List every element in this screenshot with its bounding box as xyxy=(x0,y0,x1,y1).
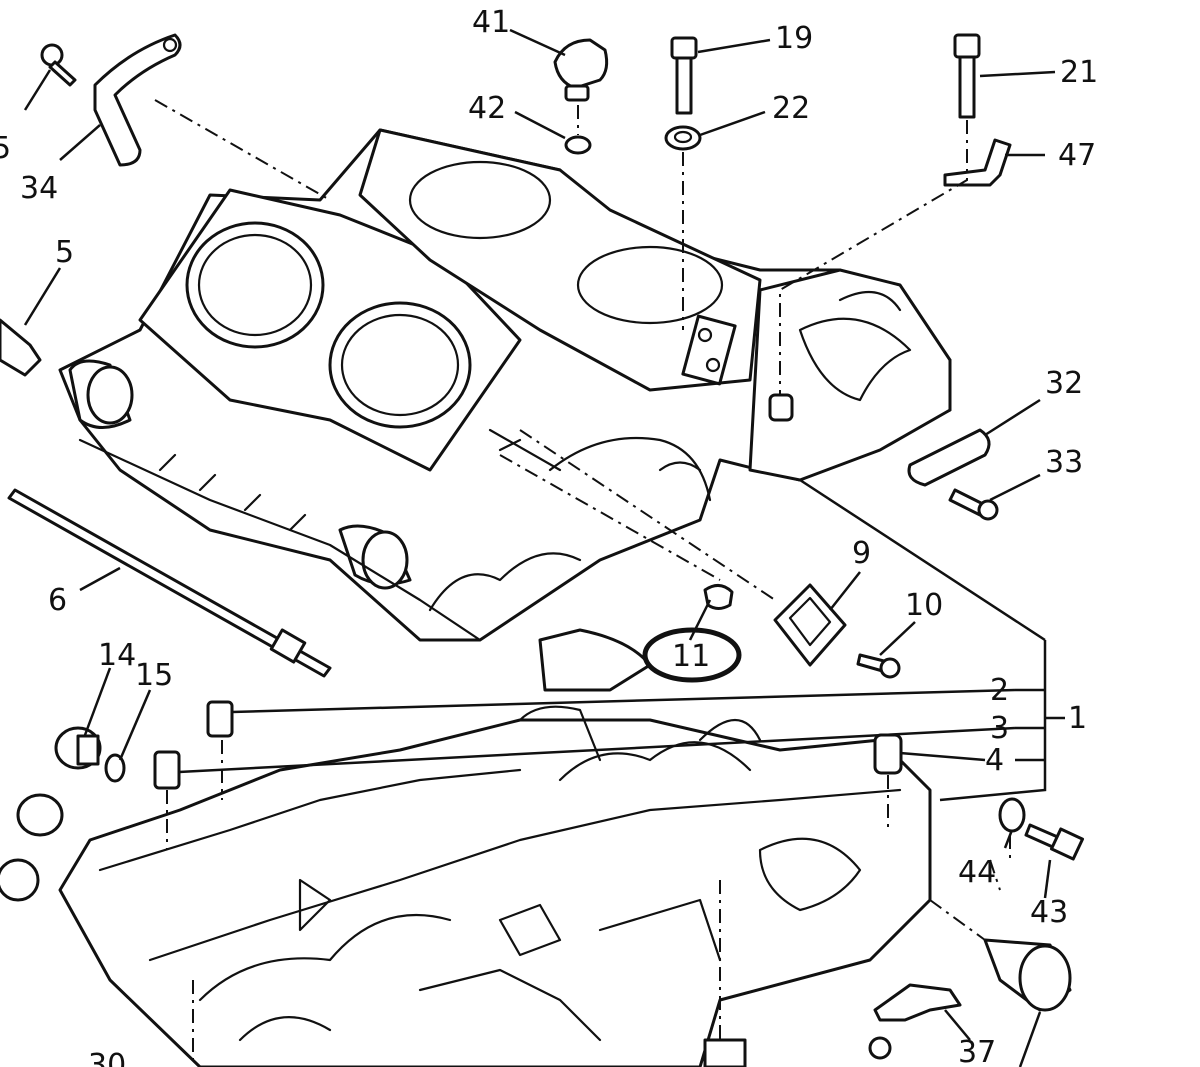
label-21: 21 xyxy=(1060,55,1098,90)
label-41: 41 xyxy=(472,5,510,40)
lower-crankcase xyxy=(58,705,932,1067)
label-10: 10 xyxy=(905,588,943,623)
part-43-bolt xyxy=(1024,823,1085,861)
part-plug-left-lower xyxy=(0,793,64,902)
part-9-gasket xyxy=(773,583,847,667)
highlight-circle-11 xyxy=(642,627,742,683)
part-42-o-ring xyxy=(564,135,592,155)
label-30: 30 xyxy=(88,1048,126,1067)
label-1: 1 xyxy=(1068,701,1087,736)
label-43: 43 xyxy=(1030,895,1068,930)
label-33: 33 xyxy=(1045,445,1083,480)
label-32: 32 xyxy=(1045,366,1083,401)
part-5-plug xyxy=(0,318,42,377)
label-15: 15 xyxy=(135,658,173,693)
label-5-cut: 5 xyxy=(0,131,11,166)
leader-lines xyxy=(23,28,1065,1067)
part-19-bolt xyxy=(670,36,698,115)
label-19: 19 xyxy=(775,21,813,56)
part-47-bracket xyxy=(943,138,1012,187)
part-34-cover-plate xyxy=(93,33,182,167)
label-44: 44 xyxy=(958,855,996,890)
part-32-plate xyxy=(907,428,991,487)
part-10-screw xyxy=(856,653,901,679)
label-4: 4 xyxy=(985,743,1004,778)
part-33-screw xyxy=(948,488,999,521)
part-37-clip xyxy=(868,983,962,1060)
label-2: 2 xyxy=(990,673,1009,708)
part-3-dowel xyxy=(153,750,181,790)
label-37: 37 xyxy=(958,1035,996,1067)
part-screw-upper-left xyxy=(40,43,77,87)
label-9: 9 xyxy=(852,536,871,571)
label-5: 5 xyxy=(55,235,74,270)
part-21-bolt xyxy=(953,33,981,119)
part-14-plug xyxy=(54,726,102,770)
label-34: 34 xyxy=(20,171,58,206)
label-42: 42 xyxy=(468,91,506,126)
label-22: 22 xyxy=(772,91,810,126)
label-47: 47 xyxy=(1058,138,1096,173)
callout-labels: 41 19 21 42 22 47 34 5 5 32 33 9 10 6 11… xyxy=(0,5,1098,1067)
label-6: 6 xyxy=(48,583,67,618)
label-3: 3 xyxy=(990,711,1009,746)
part-41-oil-filler-cap xyxy=(553,38,609,102)
part-2-dowel xyxy=(206,700,234,738)
upper-crankcase xyxy=(58,128,952,642)
part-6-stud-bolt xyxy=(7,488,332,678)
part-44-washer xyxy=(998,797,1026,833)
part-15-gasket xyxy=(104,753,126,783)
part-11-cover xyxy=(538,584,734,692)
part-22-washer xyxy=(664,125,702,151)
label-11: 11 xyxy=(672,639,710,674)
label-14: 14 xyxy=(98,638,136,673)
assembly-lines xyxy=(154,99,1011,1067)
part-shaft-seal-right xyxy=(983,938,1072,1012)
part-4-dowel xyxy=(873,733,903,775)
